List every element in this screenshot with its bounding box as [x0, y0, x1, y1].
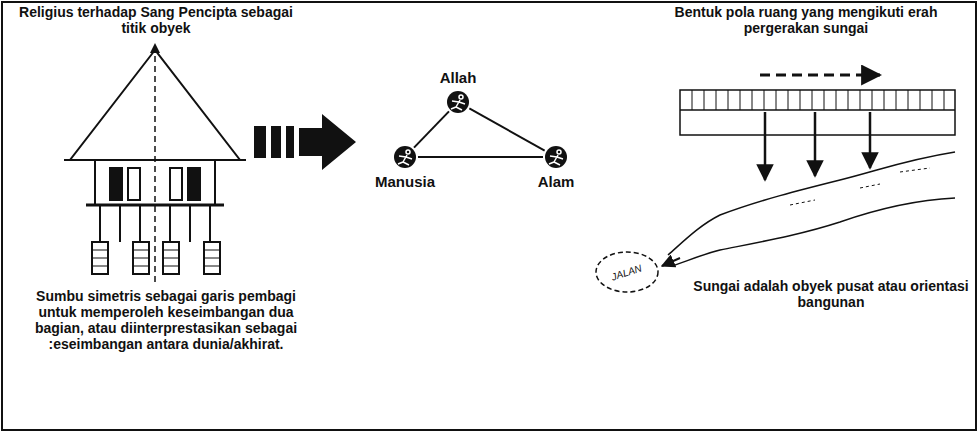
symmetry-axis	[154, 44, 156, 282]
node-label: Allah	[440, 69, 477, 86]
triangle-line	[418, 156, 543, 158]
vertex-node: Allah	[440, 69, 477, 86]
node-label: Manusia	[375, 173, 435, 190]
vertex-dot	[540, 141, 572, 173]
note-text: Bentuk pola ruang yang mengikuti erah pe…	[640, 4, 972, 36]
river-layout	[662, 75, 955, 266]
node-label: Alam	[538, 173, 575, 190]
note-text: Sumbu simetris sebagai garis pembagi unt…	[18, 288, 314, 352]
vertex-node: Alam	[538, 173, 575, 190]
triangle-line	[469, 108, 544, 150]
vertex-node: Manusia	[375, 173, 435, 190]
note-text: Sungai adalah obyek pusat atau orientasi…	[690, 278, 972, 310]
triangle-line	[414, 111, 449, 147]
note-text: Religius terhadap Sang Pencipta sebagai …	[15, 4, 297, 36]
vertex-dot	[442, 86, 474, 118]
road-circle: JALAN	[594, 250, 660, 294]
vertex-dot	[389, 141, 421, 173]
big-arrow	[254, 114, 356, 170]
